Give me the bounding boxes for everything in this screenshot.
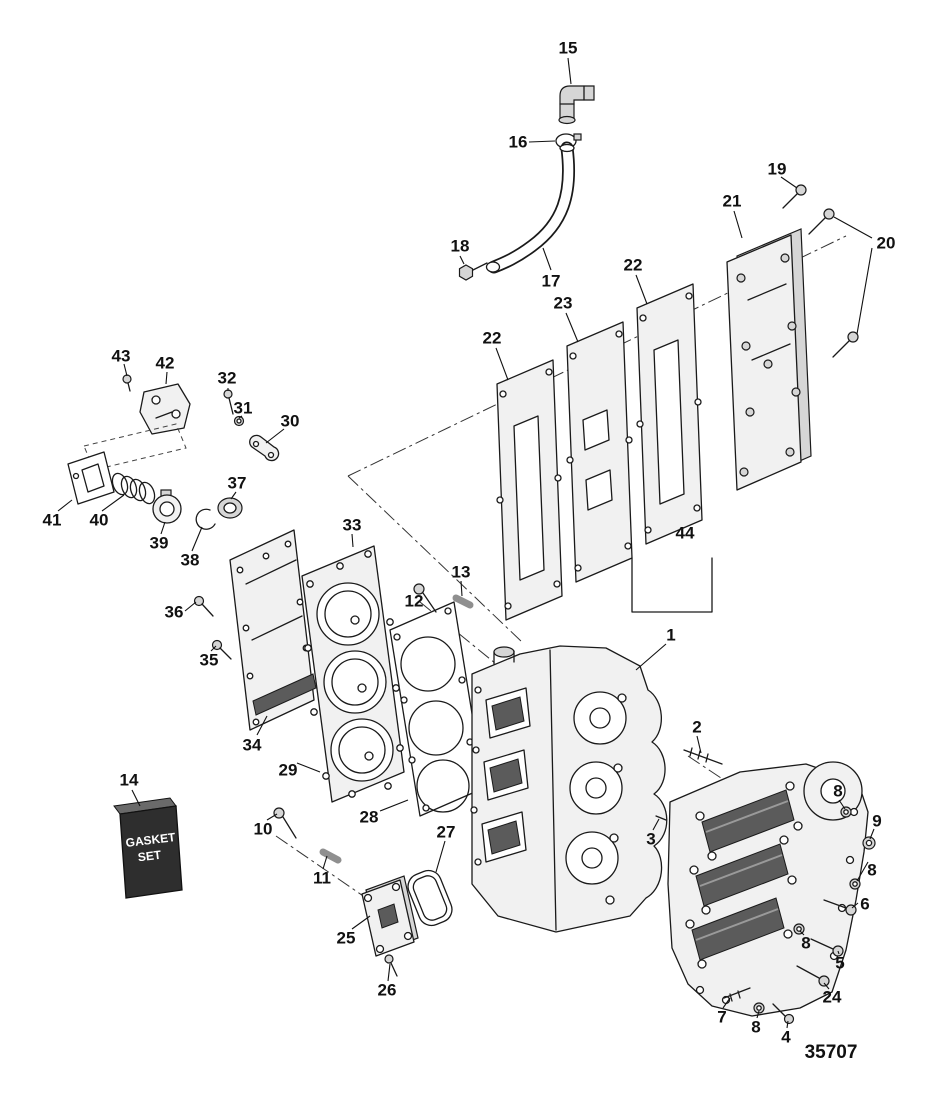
callout-label: 2 [692, 717, 702, 737]
baffle-plate [566, 321, 633, 583]
callout-label: 3 [646, 829, 656, 849]
bolt-6 [845, 904, 857, 916]
callout-label: 15 [558, 38, 578, 58]
elbow-fitting [559, 85, 595, 119]
exhaust-plates [496, 228, 812, 621]
callout-label: 17 [541, 271, 561, 291]
callout-label: 21 [722, 191, 742, 211]
callout-label: 8 [833, 781, 843, 801]
retaining-clip [195, 508, 216, 530]
callout-label: 31 [233, 398, 253, 418]
callout-label: 9 [872, 811, 882, 831]
callout-label: 19 [767, 159, 787, 179]
head-gasket [389, 601, 485, 817]
callout-label: 34 [242, 735, 262, 755]
callout-label: 30 [280, 411, 300, 431]
callout-label: 26 [377, 980, 397, 1000]
callout-label: 28 [359, 807, 379, 827]
crankcase-cover [667, 761, 869, 1017]
drawing-number: 35707 [804, 1042, 858, 1063]
callout-label: 12 [404, 591, 424, 611]
bolt-24 [818, 975, 830, 987]
fasteners [193, 184, 876, 1025]
cylinder-block [470, 645, 668, 933]
gasket-set-box: GASKET SET [113, 797, 183, 899]
retainer-bracket [631, 557, 713, 613]
callout-label: 16 [508, 132, 528, 152]
exhaust-side-plate [229, 529, 317, 731]
callout-label: 41 [42, 510, 62, 530]
callout-label: 8 [751, 1017, 761, 1037]
leader-lines [57, 57, 875, 1029]
callout-label: 25 [336, 928, 356, 948]
callout-label: 44 [675, 523, 695, 543]
end-cover-group [361, 869, 453, 977]
callout-label: 43 [111, 346, 131, 366]
screw-26 [384, 954, 394, 964]
thermostat-bracket [139, 383, 191, 435]
dowel-11 [319, 848, 342, 864]
callout-label: 37 [227, 473, 247, 493]
bolt-19 [795, 184, 807, 196]
bolt-20b [847, 331, 859, 343]
callout-label: 22 [623, 255, 643, 275]
callout-label: 14 [119, 770, 139, 790]
callout-label: 32 [217, 368, 237, 388]
stud-7 [723, 987, 751, 999]
link-lever [249, 434, 280, 462]
end-cover-gasket [407, 869, 453, 927]
water-hose-assembly [458, 85, 595, 281]
callout-label: 18 [450, 236, 470, 256]
callout-label: 36 [164, 602, 184, 622]
callout-label: 40 [89, 510, 109, 530]
callout-label: 8 [801, 933, 811, 953]
thermostat-group [67, 374, 280, 530]
cylinder-head [301, 545, 405, 803]
callout-label: 13 [451, 562, 471, 582]
callout-label: 39 [149, 533, 169, 553]
callout-label: 35 [199, 650, 219, 670]
thermostat-spring [111, 472, 156, 505]
callout-label: 24 [822, 987, 842, 1007]
bolt-12 [413, 583, 425, 595]
callout-label: 7 [717, 1007, 727, 1027]
callout-label: 38 [180, 550, 200, 570]
callout-label: 20 [876, 233, 896, 253]
callout-label: 6 [860, 894, 870, 914]
hose-connector [458, 264, 474, 281]
callout-label: 11 [313, 868, 331, 888]
screw-43 [122, 374, 132, 384]
callout-label: 23 [553, 293, 573, 313]
callout-label: 22 [482, 328, 502, 348]
callout-label: 8 [867, 860, 877, 880]
callout-label: 4 [781, 1027, 791, 1047]
gasket-set-label-line2: SET [137, 848, 163, 865]
callout-label: 33 [342, 515, 362, 535]
screw-36 [193, 595, 205, 607]
callout-label: 10 [253, 819, 273, 839]
bolt-10 [273, 807, 285, 819]
callout-label: 29 [278, 760, 298, 780]
bolt-20a [823, 208, 835, 220]
callout-label: 1 [666, 625, 676, 645]
dowel-3 [655, 815, 667, 821]
screw-4 [783, 1013, 795, 1025]
callout-label: 27 [436, 822, 456, 842]
callout-label: 5 [835, 953, 845, 973]
callout-label: 42 [155, 353, 175, 373]
screw-32 [223, 389, 233, 399]
gasket-set-label-line1: GASKET [125, 830, 177, 850]
dowel-13 [452, 594, 474, 609]
